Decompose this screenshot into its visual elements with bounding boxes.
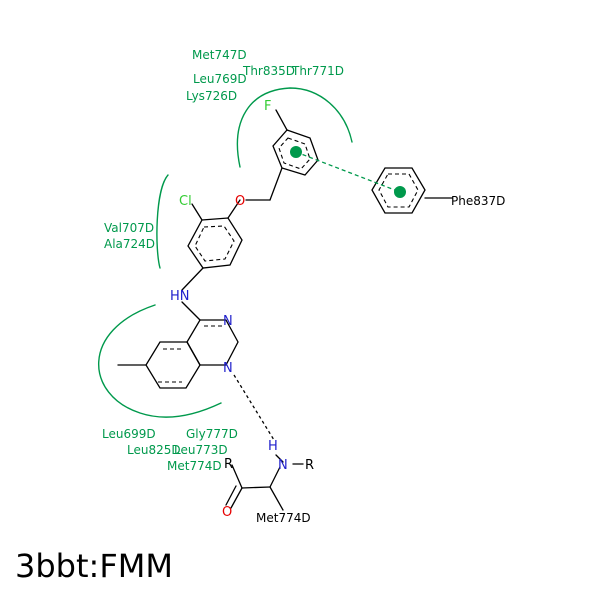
pi-stacking-line: [295, 151, 401, 193]
backbone-n-label: N: [278, 458, 288, 473]
residue-met774-contact: Met774D: [167, 459, 222, 473]
quinazoline-ring: [117, 301, 239, 389]
hydrophobic-arc-left: [156, 174, 169, 269]
residue-met747: Met747D: [192, 48, 247, 62]
fluorophenyl-ring: [245, 109, 319, 201]
residue-leu699: Leu699D: [102, 427, 156, 441]
quinazoline-n3-label: N: [223, 314, 233, 329]
residue-phe837: Phe837D: [451, 194, 505, 208]
chlorophenyl-ring: [181, 199, 243, 291]
r-left-label: R: [224, 457, 233, 472]
residue-gly777: Gly777D: [186, 427, 238, 441]
fluorine-label: F: [264, 99, 271, 114]
residue-lys726: Lys726D: [186, 89, 237, 103]
r-right-label: R: [305, 458, 314, 473]
residue-val707: Val707D: [104, 221, 154, 235]
ring-centroid-phe837: [394, 186, 406, 198]
hydrogen-bond-line: [233, 374, 275, 441]
residue-thr771: Thr771D: [291, 64, 344, 78]
ring-centroid-ligand: [290, 146, 302, 158]
residue-leu769: Leu769D: [193, 72, 247, 86]
backbone-h-label: H: [268, 439, 278, 454]
residue-leu773: Leu773D: [174, 443, 228, 457]
hydrophobic-arc-bottom: [98, 304, 222, 418]
carbonyl-o-label: O: [222, 505, 232, 520]
quinazoline-n1-label: N: [223, 361, 233, 376]
phe837-ring: [371, 167, 453, 214]
chlorine-label: Cl: [179, 194, 192, 209]
residue-leu825: Leu825D: [127, 443, 181, 457]
residue-ala724: Ala724D: [104, 237, 155, 251]
residue-met774-backbone: Met774D: [256, 511, 311, 525]
amine-label: HN: [170, 289, 190, 304]
residue-thr835: Thr835D: [242, 64, 295, 78]
hydrophobic-arc-top: [236, 87, 353, 168]
ether-oxygen-label: O: [235, 194, 245, 209]
pdb-ligand-title: 3bbt:FMM: [15, 547, 173, 585]
backbone-fragment: [225, 454, 304, 511]
